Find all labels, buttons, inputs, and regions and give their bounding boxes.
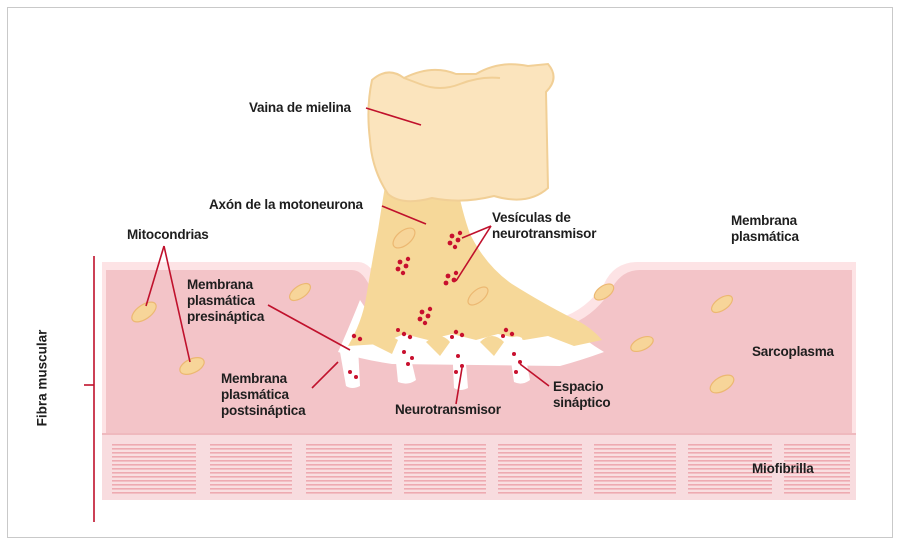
axon-body [348, 180, 602, 346]
label-sarcoplasma: Sarcoplasma [752, 344, 834, 360]
label-miofibrilla: Miofibrilla [752, 461, 814, 477]
label-fibra-muscular: Fibra muscular [35, 330, 50, 427]
fibra-muscular-bracket [84, 256, 94, 522]
label-neurotransmisor: Neurotransmisor [395, 402, 501, 418]
label-axon-motoneurona: Axón de la motoneurona [209, 197, 363, 213]
label-mitocondrias: Mitocondrias [127, 227, 209, 243]
label-vaina-de-mielina: Vaina de mielina [249, 100, 351, 116]
myelin-sheath [368, 64, 553, 201]
myofibril-stripes [112, 444, 850, 494]
